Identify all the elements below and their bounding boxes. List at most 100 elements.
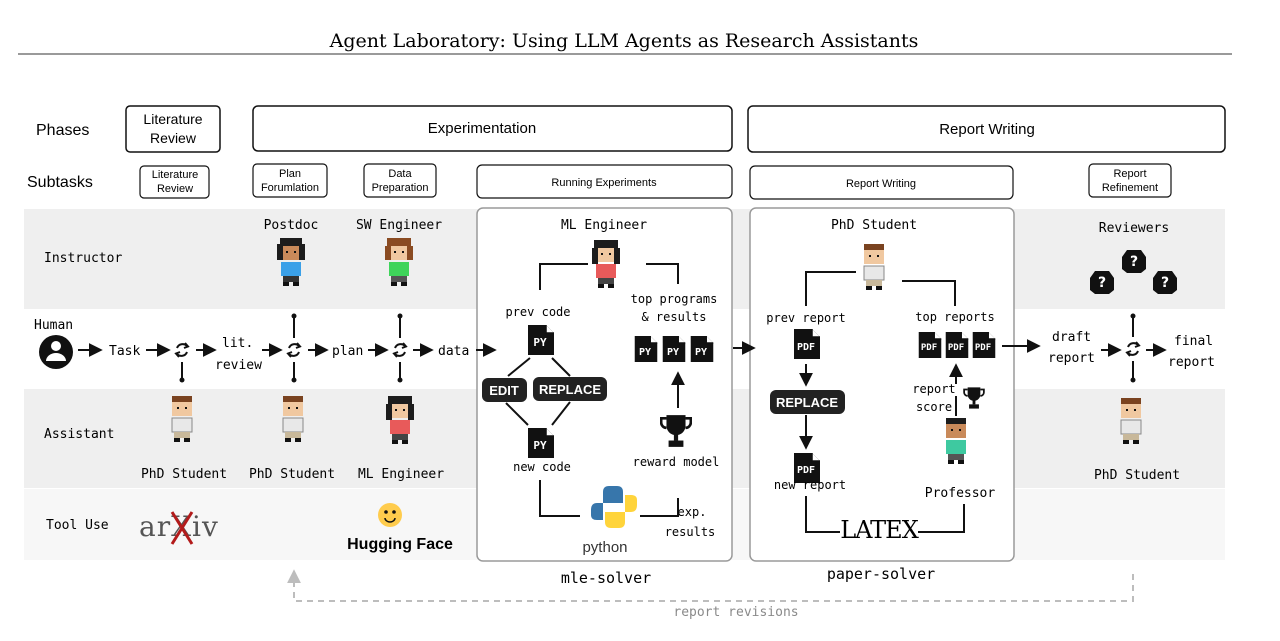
phase-report-writing: Report Writing	[747, 105, 1226, 153]
assistant-phd-student-2: PhD Student	[249, 467, 335, 482]
paper-prev-report: prev report	[766, 311, 845, 325]
pdf-file-icon-prev: PDF	[793, 328, 821, 360]
subtask-running-experiments: Running Experiments	[476, 164, 733, 199]
python-logo: python	[582, 486, 637, 556]
postdoc-avatar	[277, 238, 305, 286]
paper-new-report: new report	[774, 478, 846, 492]
cycle-icon-2	[287, 342, 301, 358]
row-label-tool-use: Tool Use	[46, 518, 109, 533]
svg-text:Report Writing: Report Writing	[939, 121, 1035, 138]
diagram-title: Agent Laboratory: Using LLM Agents as Re…	[329, 30, 919, 52]
subtask-plan-formulation: Plan Forumlation	[252, 163, 328, 198]
instructor-phd-student: PhD Student	[831, 218, 917, 233]
py-file-icon-top-1: PY	[634, 335, 658, 363]
replace-badge-paper: REPLACE	[770, 390, 845, 414]
py-file-icon-top-2: PY	[662, 335, 686, 363]
svg-text:Experimentation: Experimentation	[428, 120, 536, 137]
svg-text:arXiv: arXiv	[139, 510, 219, 543]
svg-text:Forumlation: Forumlation	[261, 182, 319, 194]
mle-reward-model: reward model	[633, 455, 720, 469]
pdf-file-icon-top-3: PDF	[972, 331, 996, 359]
py-file-icon-prev: PY	[527, 324, 555, 356]
paper-report-score-2: score	[916, 400, 952, 414]
svg-text:REPLACE: REPLACE	[539, 382, 601, 397]
phd-student-avatar-3	[1120, 398, 1142, 444]
flow-final-report-2: report	[1168, 355, 1215, 370]
reviewer-question-icon-2	[1090, 271, 1114, 294]
flow-plan: plan	[332, 344, 363, 359]
flow-data: data	[438, 344, 469, 359]
svg-text:PDF: PDF	[797, 342, 815, 353]
py-file-icon-new: PY	[527, 427, 555, 459]
svg-text:Plan: Plan	[279, 168, 301, 180]
svg-text:Review: Review	[157, 183, 193, 195]
svg-text:Hugging Face: Hugging Face	[347, 536, 453, 553]
svg-text:PDF: PDF	[948, 343, 964, 353]
svg-text:PY: PY	[695, 347, 707, 358]
assistant-ml-engineer: ML Engineer	[358, 467, 444, 482]
flow-draft-report-2: report	[1048, 351, 1095, 366]
cycle-icon-1	[175, 342, 189, 358]
mle-solver-label: mle-solver	[561, 569, 651, 587]
svg-text:PY: PY	[533, 336, 547, 349]
svg-text:PY: PY	[533, 439, 547, 452]
assistant-phd-student-1: PhD Student	[141, 467, 227, 482]
report-revisions-loop	[287, 569, 1134, 602]
instructor-sw-engineer: SW Engineer	[356, 218, 442, 233]
phase-experimentation: Experimentation	[252, 105, 733, 152]
svg-text:python: python	[582, 539, 627, 556]
phd-student-avatar-2	[282, 396, 304, 442]
svg-text:Running Experiments: Running Experiments	[551, 177, 657, 189]
svg-text:Data: Data	[388, 168, 412, 180]
pdf-file-icon-top-1: PDF	[918, 331, 942, 359]
svg-text:PDF: PDF	[921, 343, 937, 353]
mle-new-code: new code	[513, 460, 571, 474]
svg-text:PY: PY	[639, 347, 651, 358]
mle-exp-results-1: exp.	[678, 505, 707, 519]
svg-text:PDF: PDF	[797, 465, 815, 476]
instructor-reviewers: Reviewers	[1099, 221, 1169, 236]
paper-solver-label: paper-solver	[827, 565, 935, 583]
reviewer-question-icon-1	[1122, 250, 1146, 273]
row-label-human: Human	[34, 318, 73, 333]
flow-final-report-1: final	[1174, 334, 1213, 349]
row-label-subtasks: Subtasks	[27, 174, 93, 191]
py-file-icon-top-3: PY	[690, 335, 714, 363]
paper-professor-label: Professor	[925, 486, 996, 501]
professor-avatar	[946, 418, 966, 464]
flow-lit-review-2: review	[215, 358, 262, 373]
phd-student-instructor-avatar	[863, 244, 885, 290]
instructor-ml-engineer: ML Engineer	[561, 218, 647, 233]
sw-engineer-avatar	[385, 238, 413, 286]
mle-top-programs-1: top programs	[631, 292, 718, 306]
subtask-data-preparation: Data Preparation	[363, 163, 437, 198]
paper-top-reports: top reports	[915, 310, 994, 324]
flow-draft-report-1: draft	[1052, 330, 1091, 345]
mle-top-programs-2: & results	[641, 310, 706, 324]
cycle-icon-4	[1126, 341, 1140, 357]
ml-engineer-assistant-avatar	[386, 396, 414, 444]
svg-text:PY: PY	[667, 347, 679, 358]
row-label-assistant: Assistant	[44, 427, 114, 442]
assistant-phd-student-3: PhD Student	[1094, 468, 1180, 483]
pdf-file-icon-top-2: PDF	[945, 331, 969, 359]
svg-text:Review: Review	[150, 130, 197, 146]
svg-text:REPLACE: REPLACE	[776, 395, 838, 410]
svg-text:Preparation: Preparation	[372, 182, 429, 194]
arxiv-logo: arXiv	[139, 510, 219, 545]
row-label-phases: Phases	[36, 122, 89, 139]
flow-lit-review-1: lit.	[222, 336, 253, 351]
ml-engineer-avatar	[592, 240, 620, 288]
subtask-report-writing: Report Writing	[749, 165, 1014, 200]
svg-text:Literature: Literature	[143, 111, 202, 127]
svg-text:EDIT: EDIT	[489, 383, 519, 398]
svg-text:Report Writing: Report Writing	[846, 178, 916, 190]
row-label-instructor: Instructor	[44, 251, 122, 266]
subtask-literature-review: Literature Review	[139, 165, 210, 199]
reviewer-question-icon-3	[1153, 271, 1177, 294]
svg-text:Literature: Literature	[152, 169, 198, 181]
subtask-report-refinement: Report Refinement	[1088, 163, 1172, 198]
human-user-icon	[39, 335, 73, 369]
paper-report-score-1: report	[912, 382, 955, 396]
